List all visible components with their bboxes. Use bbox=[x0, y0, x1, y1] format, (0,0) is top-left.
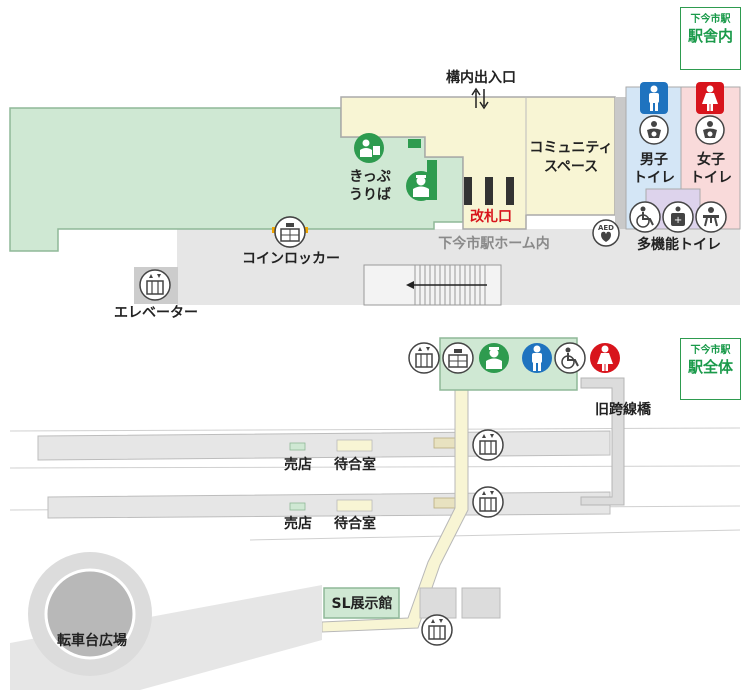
old-bridge bbox=[580, 377, 625, 506]
shop-marker bbox=[289, 442, 306, 451]
coin-locker-icon bbox=[274, 216, 306, 248]
elevator-icon bbox=[421, 614, 453, 646]
elevator-icon bbox=[472, 486, 504, 518]
ticket-gate-bar bbox=[506, 177, 514, 205]
shop-label: 売店 bbox=[284, 456, 312, 473]
turntable-plaza-label: 転車台広場 bbox=[57, 632, 127, 649]
station-building-badge: 下今市駅 駅舎内 bbox=[680, 7, 741, 70]
community-space-label-2: スペース bbox=[544, 159, 598, 175]
ticket-gate-bar bbox=[464, 177, 472, 205]
sl-museum-area bbox=[323, 587, 400, 619]
ticket-office-label-2: うりば bbox=[349, 187, 391, 203]
elevator-icon bbox=[472, 429, 504, 461]
wheelchair-icon bbox=[629, 201, 661, 233]
wheelchair-icon bbox=[554, 342, 586, 374]
elevator-label: エレベーター bbox=[114, 305, 198, 321]
waiting-room-label: 待合室 bbox=[334, 456, 376, 473]
ticket-gate-label: 改札口 bbox=[470, 208, 512, 225]
shop-label-2: 売店 bbox=[284, 515, 312, 532]
badge-station-name: 下今市駅 bbox=[690, 14, 731, 25]
baby-changing-icon bbox=[639, 115, 669, 145]
badge-station-name: 下今市駅 bbox=[690, 345, 731, 356]
arrow-icon bbox=[479, 89, 489, 110]
old-bridge-label: 旧跨線橋 bbox=[595, 401, 652, 418]
elevator-icon bbox=[408, 342, 440, 374]
baby-changing-icon bbox=[695, 115, 725, 145]
platform-label: 下今市駅ホーム内 bbox=[438, 235, 550, 252]
womens-toilet-label-2: トイレ bbox=[690, 170, 732, 186]
arrow-icon bbox=[471, 87, 481, 108]
ticket-gate-bar bbox=[485, 177, 493, 205]
community-space-label-1: コミュニティ bbox=[529, 140, 612, 156]
waiting-room-marker bbox=[336, 499, 373, 512]
station-staff-icon bbox=[406, 171, 436, 201]
entrance-label: 構内出入口 bbox=[446, 69, 516, 86]
turntable bbox=[44, 568, 136, 660]
waiting-room-marker bbox=[336, 439, 373, 452]
mens-toilet-label-1: 男子 bbox=[640, 152, 668, 168]
coin-locker-label: コインロッカー bbox=[242, 251, 340, 267]
service-block bbox=[461, 587, 501, 619]
ticket-office-icon bbox=[354, 133, 384, 163]
platform-2 bbox=[47, 491, 611, 519]
ticket-office-label-1: きっぷ bbox=[349, 169, 390, 185]
baby-seat-icon bbox=[695, 201, 727, 233]
whole-station-badge: 下今市駅 駅全体 bbox=[680, 338, 741, 400]
elevator-icon bbox=[139, 269, 171, 301]
counter bbox=[408, 139, 421, 148]
coin-locker-icon bbox=[442, 342, 474, 374]
arrow-icon bbox=[406, 281, 414, 289]
toilet-corridor bbox=[615, 97, 626, 229]
womens-toilet-label-1: 女子 bbox=[697, 151, 725, 168]
aed-label: AED bbox=[598, 224, 614, 232]
mens-toilet-label-2: トイレ bbox=[633, 170, 675, 186]
shop-marker bbox=[289, 502, 306, 511]
sl-museum-label: SL展示館 bbox=[331, 595, 392, 612]
waiting-room-label-2: 待合室 bbox=[334, 515, 376, 532]
badge-area-name: 駅全体 bbox=[687, 358, 733, 376]
station-staff-icon bbox=[479, 343, 509, 373]
service-block bbox=[419, 587, 457, 619]
badge-area-name: 駅舎内 bbox=[687, 27, 733, 45]
multi-toilet-label: 多機能トイレ bbox=[637, 236, 721, 253]
platform-1 bbox=[37, 430, 611, 461]
ostomate-icon bbox=[662, 201, 694, 233]
